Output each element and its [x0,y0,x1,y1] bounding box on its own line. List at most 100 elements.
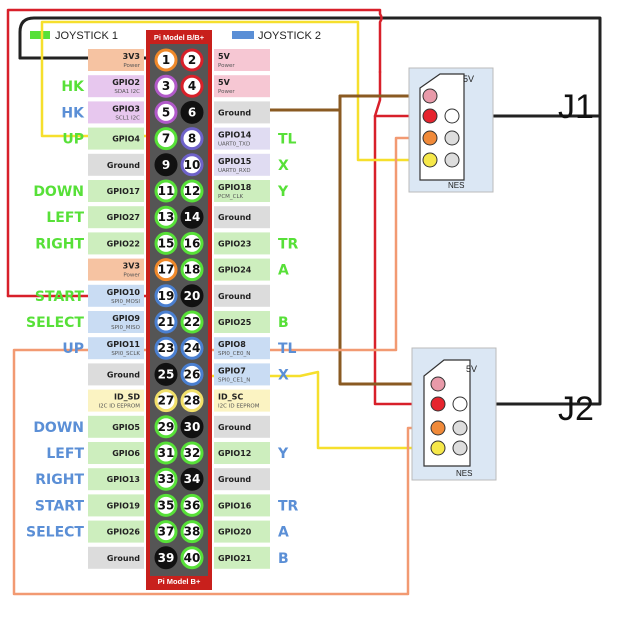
pin-37-label-box [88,520,144,543]
j2-pin-data [430,440,446,456]
pin-27-number: 27 [158,394,175,408]
pin-21-number: 21 [158,315,175,329]
pin-4-number: 4 [188,79,196,93]
pin-2-circle [180,48,204,72]
pin-15-label-box [88,232,144,255]
board-title-bottom: Pi Model B+ [158,577,201,586]
pin-11-number: 11 [158,184,175,198]
pin-5-name: GPIO3 [112,104,140,113]
pin-27-sub: I2C ID EEPROM [99,404,141,410]
pin-38-label-box [214,520,270,543]
right-function-label: X [278,367,289,383]
pin-37-name: GPIO26 [107,528,141,537]
pin-3-sub: SDA1 I2C [114,89,140,95]
pin-27-circle [154,389,178,413]
pin-13-name: GPIO27 [107,213,140,222]
pin-7-circle [154,127,178,151]
j2-pin-nc1 [452,420,468,436]
pin-16: GPIO23 16 [180,231,270,255]
right-function-label: Y [277,446,289,462]
pin-28-label-box [214,389,270,412]
pin-10-circle [180,153,204,177]
pin-18-circle [180,258,204,282]
right-function-label: A [278,263,289,279]
pin-1-name: 3V3 [123,52,140,61]
j2-pin-nc2 [452,440,468,456]
pin-33-label-box [88,468,144,491]
pin-36-name: GPIO16 [218,501,252,510]
pin-8-label-box [214,127,270,150]
pin-3-circle [154,74,178,98]
pin-19-label-box [88,284,144,307]
pin-14-number: 14 [184,210,201,224]
j2-pin-black [452,396,468,412]
pin-16-name: GPIO23 [218,239,251,248]
pin-33-name: GPIO13 [107,475,140,484]
pin-7-name: GPIO4 [112,135,140,144]
pin-11-label-box [88,180,144,202]
pin-14-label-box [214,206,270,229]
left-function-label: HK [61,105,85,121]
left-function-label: START [35,289,85,305]
pin-10-name: GPIO15 [218,157,252,166]
j2-label: J2 [558,390,594,428]
pin-12-name: GPIO18 [218,183,252,192]
pin-19-name: GPIO10 [107,288,141,297]
left-function-label: RIGHT [35,472,84,488]
pin-17-number: 17 [158,263,175,277]
j1-pin-data [422,152,438,168]
pin-5-number: 5 [162,105,170,119]
j1-nes-label: NES [448,181,464,190]
pin-29-label-box [88,415,144,438]
pin-30-name: Ground [218,423,251,432]
j1-pin-nc2 [444,152,460,168]
pin-7-number: 7 [162,132,170,146]
pin-13: GPIO27 13 [88,205,178,229]
pin-36-label-box [214,494,270,517]
pin-30-label-box [214,415,270,438]
pin-39-label-box [88,546,144,569]
joystick1-swatch [30,31,50,39]
pin-20-label-box [214,284,270,307]
pin-28-name: ID_SC [218,393,243,402]
pin-30-circle [180,415,204,439]
pin-17-circle [154,258,178,282]
pin-11-circle [154,179,178,203]
left-function-label: SELECT [26,525,84,541]
pin-16-number: 16 [184,236,201,250]
pin-13-number: 13 [158,210,175,224]
pin-39-name: Ground [107,554,140,563]
left-function-label: DOWN [33,184,84,200]
j1-pin-clock [422,130,438,146]
pin-18-label-box [214,258,270,281]
pin-24-sub: SPI0_CE0_N [218,351,250,357]
joystick1-label: JOYSTICK 1 [55,30,118,42]
pin-28-sub: I2C ID EEPROM [218,404,260,410]
pin-23-number: 23 [158,341,175,355]
pin-25-label-box [88,363,144,386]
pin-24-number: 24 [184,341,201,355]
pin-29-name: GPIO5 [112,423,140,432]
pin-32-name: GPIO12 [218,449,251,458]
pin-21-name: GPIO9 [112,314,140,323]
pin-2-number: 2 [188,53,196,67]
j2-pin-clock [430,420,446,436]
pin-37-circle [154,520,178,544]
pin-33-circle [154,467,178,491]
pin-2-sub: Power [218,63,235,69]
